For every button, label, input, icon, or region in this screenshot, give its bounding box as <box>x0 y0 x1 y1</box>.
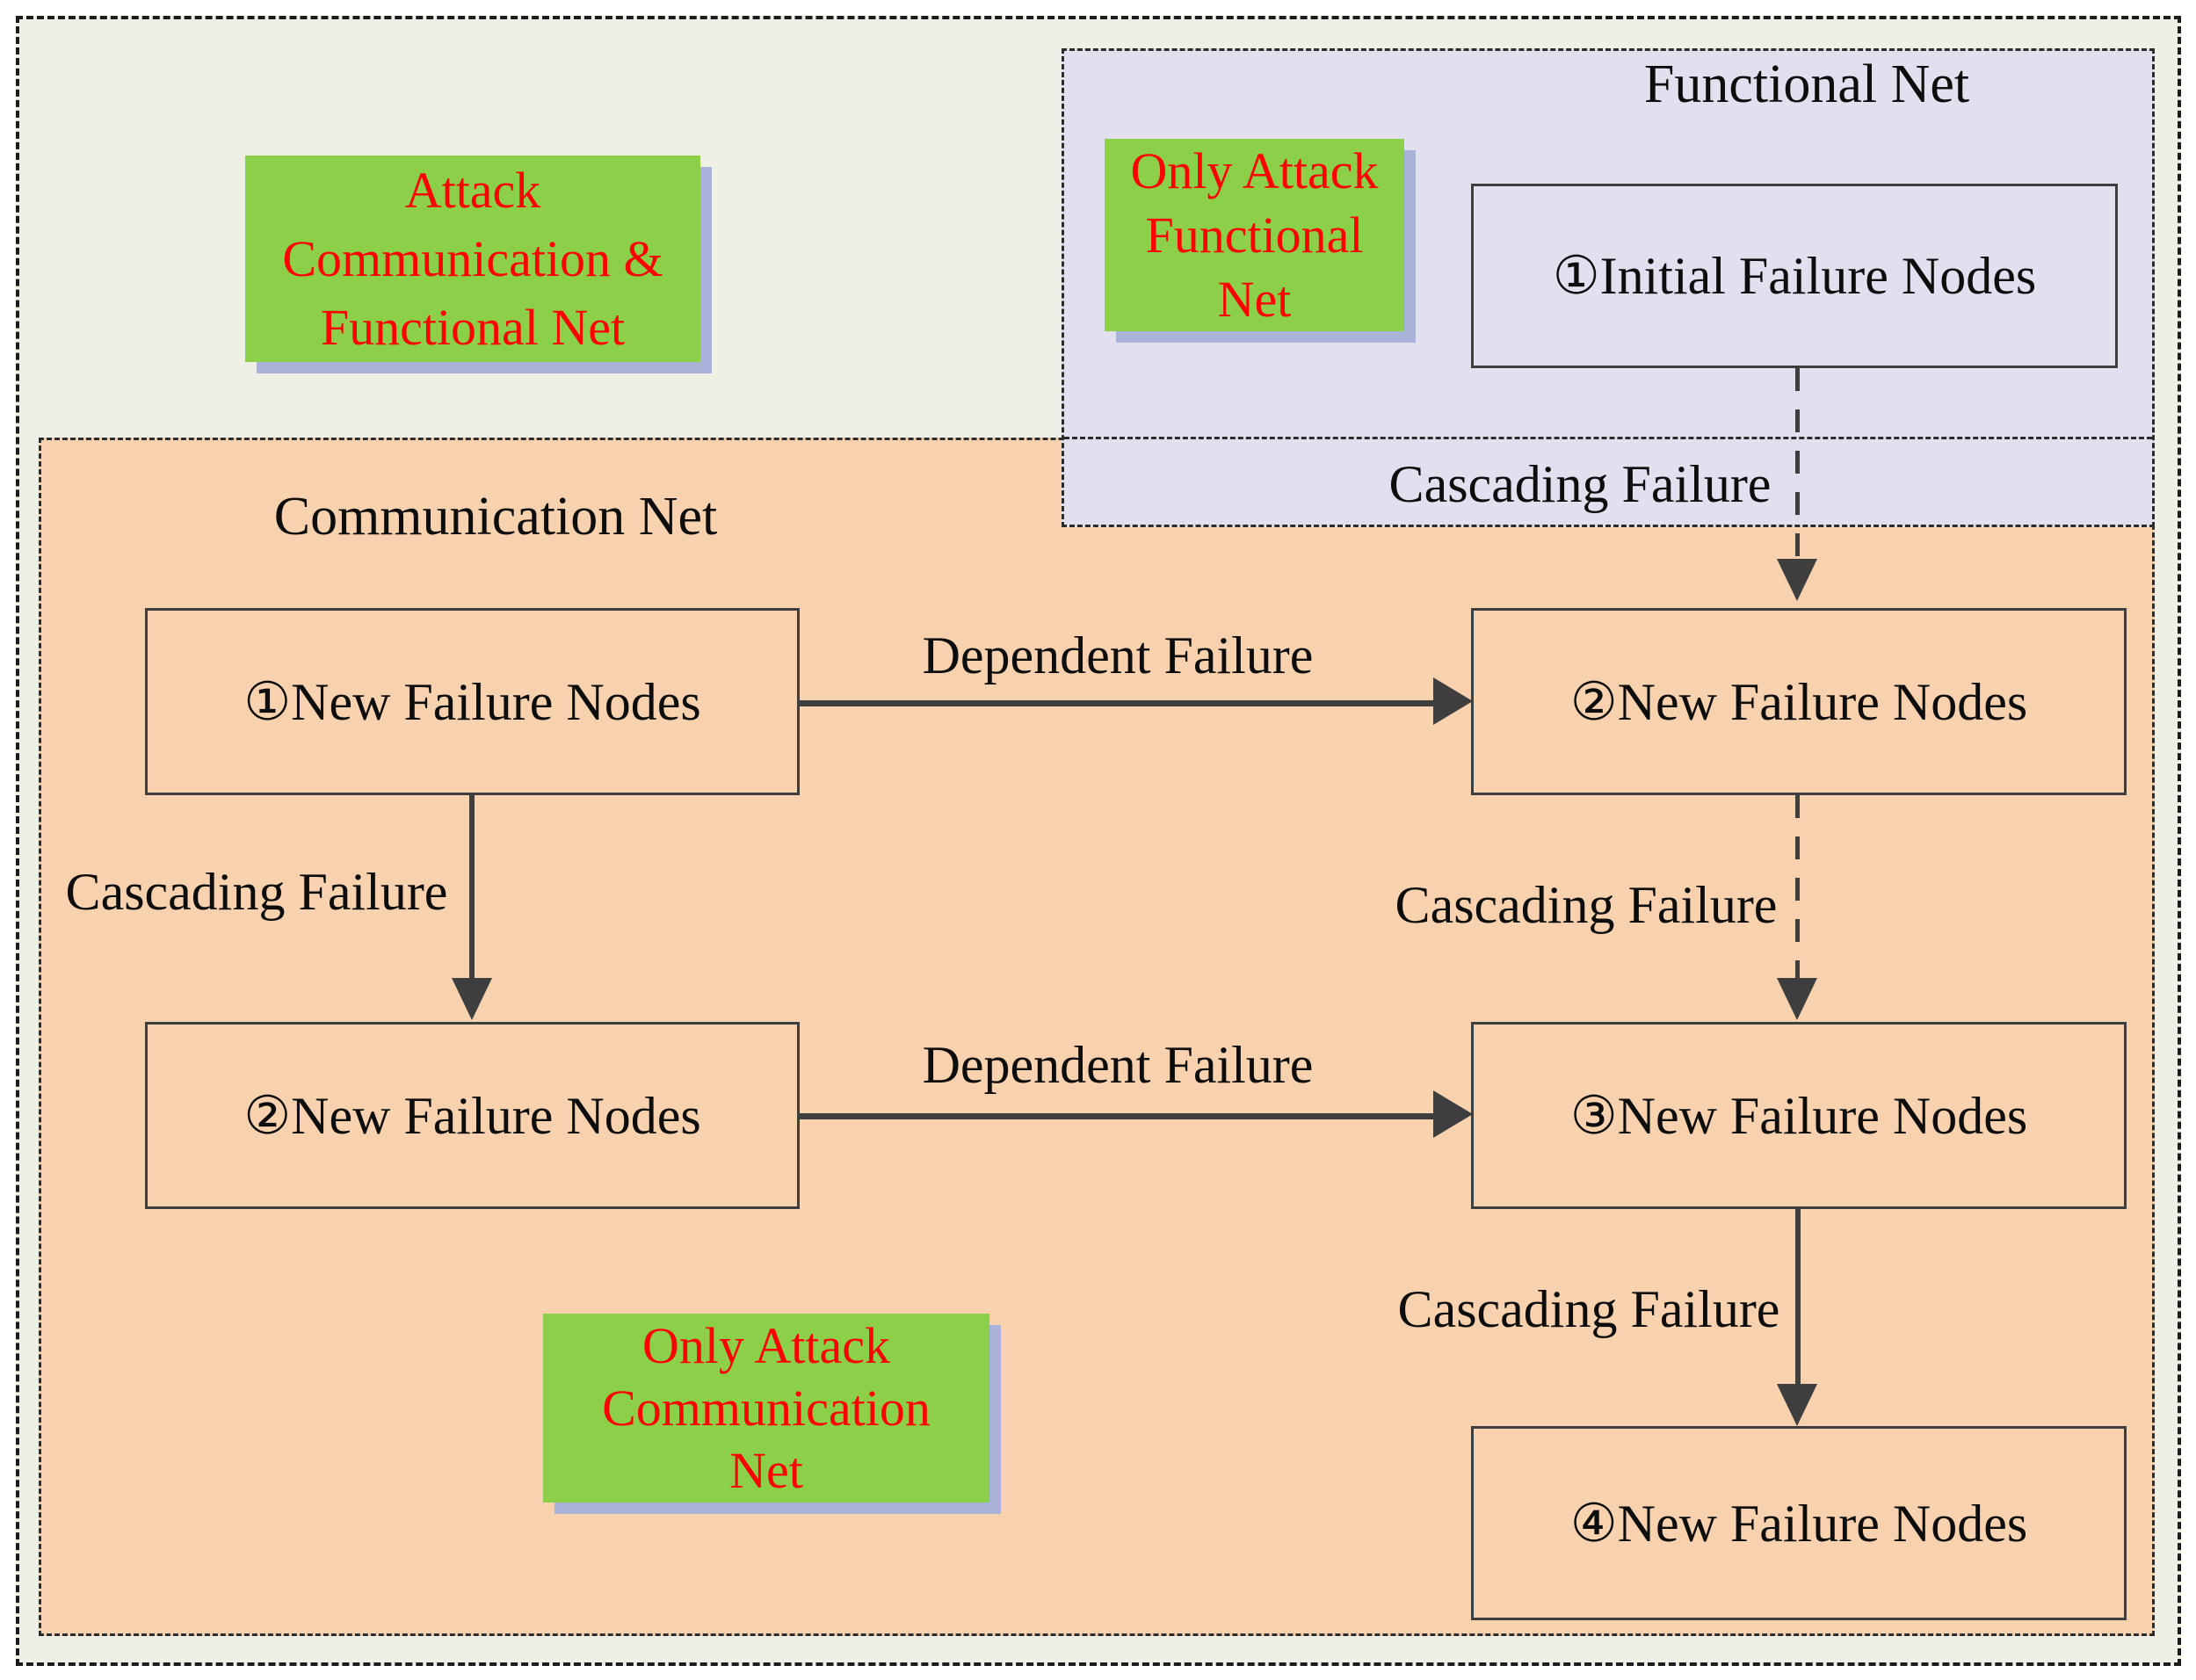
node-comm-new-failure-1: ①New Failure Nodes <box>145 608 800 795</box>
label-cascading-failure-func-bottom: Cascading Failure <box>1397 1280 1780 1338</box>
solid-arrow-c1-to-f2 <box>800 700 1434 706</box>
callout-line: Only Attack <box>1130 142 1379 199</box>
arrowhead-down-icon <box>452 978 492 1020</box>
callout-line: Only Attack <box>642 1317 890 1374</box>
communication-net-region <box>39 438 2155 1636</box>
node-func-new-failure-2: ②New Failure Nodes <box>1471 608 2127 795</box>
callout-line: Communication & <box>282 229 663 287</box>
label-cascading-failure-func-middle: Cascading Failure <box>1395 876 1778 934</box>
solid-arrow-c1-to-c2 <box>469 795 475 978</box>
dashed-arrow-f2-to-f3 <box>1795 795 1800 978</box>
region-divider-dashed-line <box>1064 437 2152 439</box>
solid-arrow-f3-to-f4 <box>1795 1209 1801 1384</box>
node-func-new-failure-3: ③New Failure Nodes <box>1471 1022 2127 1209</box>
callout-only-attack-functional-net: Only Attack Functional Net <box>1105 139 1404 331</box>
node-func-new-failure-4: ④New Failure Nodes <box>1471 1426 2127 1620</box>
callout-line: Net <box>1217 271 1292 328</box>
callout-line: Net <box>729 1442 803 1499</box>
communication-net-title: Communication Net <box>273 487 718 547</box>
callout-only-attack-communication-net: Only Attack Communication Net <box>543 1314 989 1503</box>
node-initial-failure-nodes: ①Initial Failure Nodes <box>1471 184 2118 368</box>
arrowhead-down-icon <box>1777 1384 1817 1426</box>
callout-line: Functional <box>1145 206 1364 264</box>
functional-net-title: Functional Net <box>1643 54 1970 114</box>
label-dependent-failure-row2: Dependent Failure <box>922 1036 1314 1094</box>
callout-line: Functional Net <box>320 298 626 356</box>
solid-arrow-c2-to-f3 <box>800 1113 1434 1119</box>
label-dependent-failure-row1: Dependent Failure <box>922 626 1314 684</box>
callout-line: Communication <box>602 1379 931 1437</box>
callout-attack-both-nets: Attack Communication & Functional Net <box>245 156 700 362</box>
arrowhead-right-icon <box>1433 1090 1473 1138</box>
node-comm-new-failure-2: ②New Failure Nodes <box>145 1022 800 1209</box>
arrowhead-down-icon <box>1777 978 1817 1020</box>
callout-line: Attack <box>404 161 541 219</box>
arrowhead-down-icon <box>1777 559 1817 601</box>
label-cascading-failure-initial: Cascading Failure <box>1388 455 1772 513</box>
label-cascading-failure-comm: Cascading Failure <box>65 863 448 921</box>
dashed-arrow-initial-to-f2 <box>1795 368 1800 559</box>
arrowhead-right-icon <box>1433 677 1473 725</box>
